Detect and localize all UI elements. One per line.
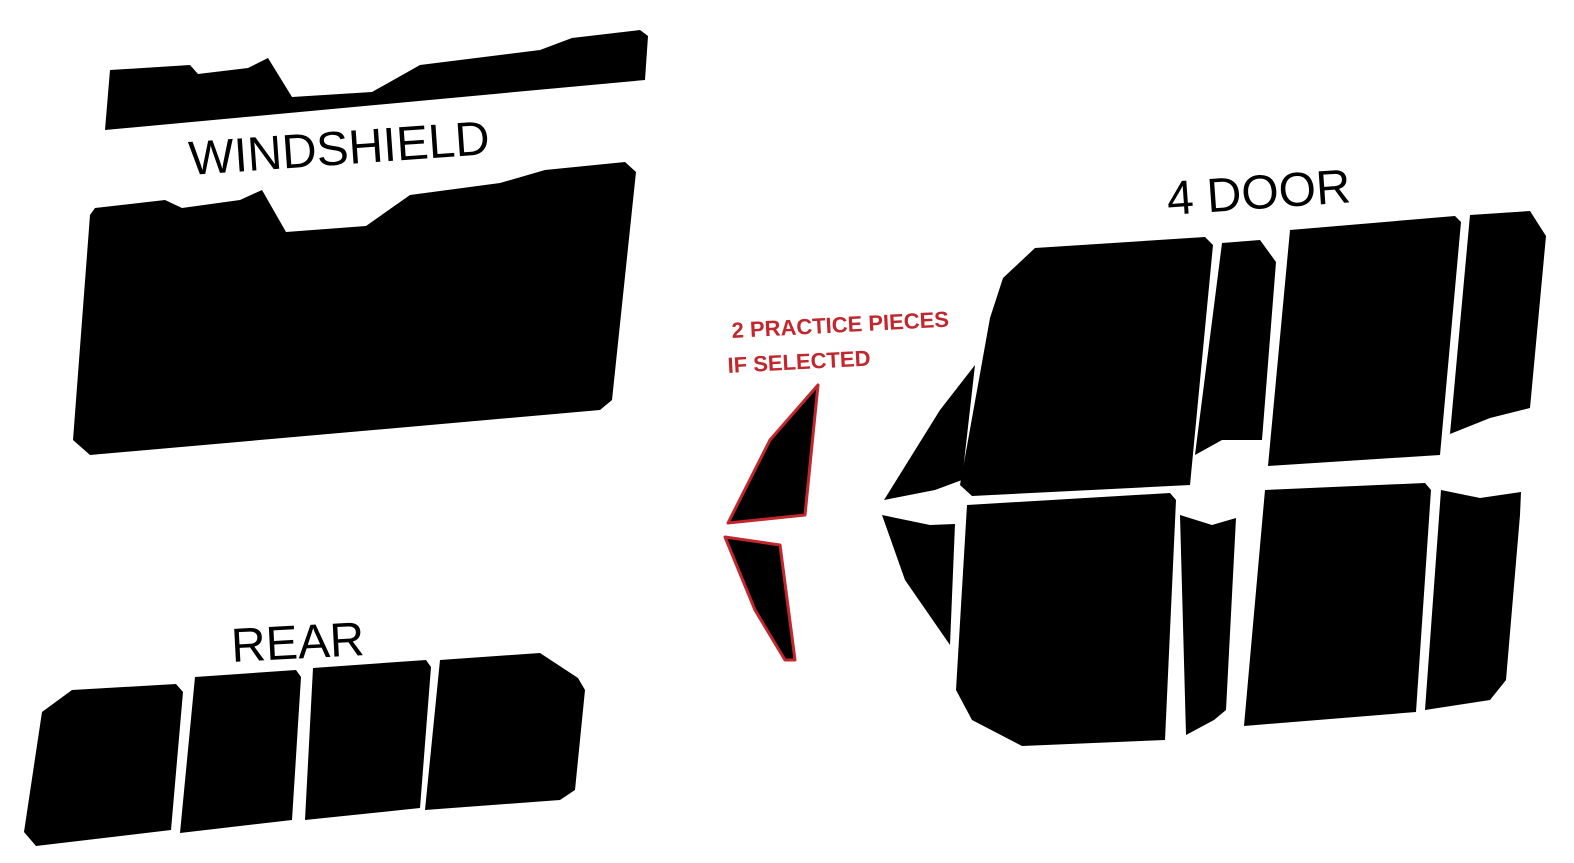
rear-piece-4 bbox=[425, 653, 585, 810]
practice-pieces-group: 2 PRACTICE PIECES IF SELECTED bbox=[723, 307, 950, 662]
right-front-vent-glass bbox=[882, 515, 955, 645]
rear-left-door-glass bbox=[1268, 216, 1461, 466]
practice-label-line1: 2 PRACTICE PIECES bbox=[731, 307, 950, 343]
practice-piece-top bbox=[726, 383, 820, 525]
rear-piece-3 bbox=[305, 660, 431, 820]
rear-group: REAR bbox=[24, 613, 585, 846]
left-rear-vent-glass bbox=[1450, 211, 1546, 434]
rear-label: REAR bbox=[230, 613, 366, 673]
rear-piece-1 bbox=[24, 684, 183, 846]
left-front-vent-glass bbox=[884, 365, 975, 500]
rear-left-quarter-glass bbox=[1195, 240, 1276, 455]
four-door-group: 4 DOOR bbox=[882, 160, 1546, 746]
windshield-label: WINDSHIELD bbox=[187, 112, 491, 186]
front-left-door-glass bbox=[960, 237, 1213, 496]
windshield-group: WINDSHIELD bbox=[73, 30, 648, 455]
four-door-label: 4 DOOR bbox=[1165, 160, 1352, 226]
front-right-door-glass bbox=[956, 493, 1176, 746]
rear-right-door-glass bbox=[1244, 483, 1431, 726]
right-rear-vent-glass bbox=[1425, 490, 1521, 710]
rear-piece-2 bbox=[180, 670, 301, 833]
windshield-top-strip bbox=[105, 30, 648, 130]
windshield-main-piece bbox=[73, 162, 636, 455]
practice-piece-bottom bbox=[723, 535, 797, 662]
practice-label-line2: IF SELECTED bbox=[727, 346, 871, 378]
rear-right-quarter-glass bbox=[1180, 515, 1236, 735]
